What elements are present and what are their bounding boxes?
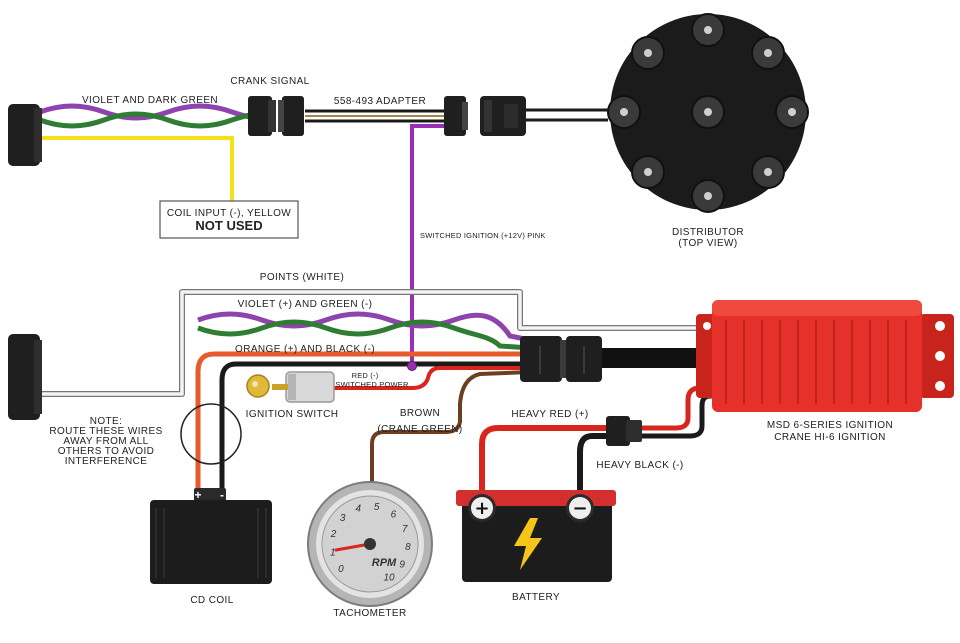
switched-ignition-label: SWITCHED IGNITION (+12V) PINK bbox=[420, 231, 546, 240]
tachometer-tick-10: 10 bbox=[383, 572, 395, 583]
heavy-red-label: HEAVY RED (+) bbox=[511, 409, 588, 420]
yellow-wire bbox=[40, 136, 234, 205]
coil-input-note-box: COIL INPUT (-), YELLOW NOT USED bbox=[159, 200, 299, 239]
distributor-top-view-label: (TOP VIEW) bbox=[678, 238, 737, 249]
heavy-red-msd-cable bbox=[640, 385, 718, 431]
orange-wire bbox=[195, 351, 530, 492]
battery: + − bbox=[456, 490, 616, 582]
adapter-label: 558-493 ADAPTER bbox=[334, 96, 426, 107]
not-used-label: NOT USED bbox=[195, 218, 262, 233]
distributor-cap bbox=[607, 13, 809, 213]
violet-twisted-wire bbox=[39, 103, 263, 121]
orange-black-label: ORANGE (+) AND BLACK (-) bbox=[235, 344, 375, 355]
battery-cable-connector bbox=[606, 416, 642, 446]
distributor-connector bbox=[480, 96, 526, 136]
violet-mid-wire bbox=[197, 311, 531, 343]
note-title: NOTE: bbox=[90, 416, 123, 427]
note-text: NOTE: ROUTE THESE WIRES AWAY FROM ALL OT… bbox=[49, 416, 162, 467]
main-harness bbox=[598, 348, 728, 368]
switched-power-label: SWITCHED POWER bbox=[335, 380, 409, 389]
ignition-key-icon bbox=[246, 374, 270, 398]
note-circle bbox=[180, 403, 242, 465]
tachometer-tick-4: 4 bbox=[356, 503, 362, 514]
brown-tach-wire bbox=[370, 370, 531, 496]
tachometer-tick-0: 0 bbox=[338, 564, 344, 575]
msd-harness-connector bbox=[520, 336, 602, 382]
tachometer-gauge: 01 234 567 89 10 RPM bbox=[307, 481, 433, 607]
black-coil-wire bbox=[219, 361, 530, 492]
note-line-2: AWAY FROM ALL bbox=[63, 436, 148, 447]
tachometer-unit-label: RPM bbox=[372, 557, 397, 569]
crank-signal-label: CRANK SIGNAL bbox=[230, 76, 309, 87]
tachometer-tick-8: 8 bbox=[405, 542, 411, 553]
tachometer-tick-labels: 01 234 567 89 10 bbox=[330, 502, 411, 583]
tachometer-tick-5: 5 bbox=[374, 502, 380, 513]
msd-label-line2: CRANE HI-6 IGNITION bbox=[774, 432, 886, 443]
crank-signal-connector bbox=[248, 96, 304, 136]
points-label: POINTS (WHITE) bbox=[260, 272, 344, 283]
red-minus-label: RED (-) bbox=[352, 371, 379, 380]
red-switched-wire bbox=[330, 366, 530, 390]
tachometer-tick-7: 7 bbox=[402, 524, 408, 535]
coil-input-label: COIL INPUT (-), YELLOW bbox=[167, 208, 291, 219]
left-bottom-plug bbox=[8, 334, 42, 420]
cd-coil: + - bbox=[150, 488, 272, 584]
brown-label: BROWN bbox=[400, 408, 440, 419]
ignition-switch bbox=[246, 371, 335, 403]
battery-label: BATTERY bbox=[512, 592, 560, 603]
note-line-3: OTHERS TO AVOID bbox=[58, 446, 155, 457]
violet-dark-green-label: VIOLET AND DARK GREEN bbox=[82, 95, 218, 106]
ignition-switch-label: IGNITION SWITCH bbox=[246, 409, 339, 420]
coil-minus-terminal: - bbox=[220, 488, 224, 502]
green-mid-wire bbox=[197, 319, 531, 351]
distributor-terminals bbox=[607, 13, 809, 213]
distributor-label: DISTRIBUTOR bbox=[672, 227, 744, 238]
note-line-1: ROUTE THESE WIRES bbox=[49, 426, 162, 437]
left-top-plug bbox=[8, 104, 42, 166]
tachometer-label: TACHOMETER bbox=[333, 608, 406, 619]
battery-minus-terminal: − bbox=[572, 498, 587, 519]
tachometer-tick-6: 6 bbox=[391, 510, 397, 521]
adapter-connector bbox=[444, 96, 468, 136]
coil-plus-terminal: + bbox=[194, 488, 201, 502]
lightning-bolt-icon bbox=[514, 518, 542, 570]
tachometer-tick-3: 3 bbox=[340, 513, 346, 524]
switched-ignition-wire bbox=[410, 124, 455, 366]
note-line-4: INTERFERENCE bbox=[65, 456, 148, 467]
splice-junction bbox=[407, 361, 417, 371]
heavy-black-cable bbox=[577, 433, 614, 494]
heavy-black-label: HEAVY BLACK (-) bbox=[596, 460, 683, 471]
battery-plus-terminal: + bbox=[474, 498, 489, 519]
points-wire bbox=[40, 290, 700, 396]
crane-green-label: (CRANE GREEN) bbox=[377, 424, 462, 435]
violet-green-label: VIOLET (+) AND GREEN (-) bbox=[238, 299, 373, 310]
tachometer-tick-9: 9 bbox=[399, 560, 405, 571]
green-twisted-wire bbox=[39, 111, 263, 129]
tachometer-tick-2: 2 bbox=[330, 529, 337, 540]
heavy-red-cable bbox=[479, 425, 614, 494]
tachometer-tick-1: 1 bbox=[330, 547, 336, 558]
msd-ignition-box bbox=[696, 300, 954, 412]
cd-coil-label: CD COIL bbox=[190, 595, 233, 606]
msd-label-line1: MSD 6-SERIES IGNITION bbox=[767, 420, 893, 431]
